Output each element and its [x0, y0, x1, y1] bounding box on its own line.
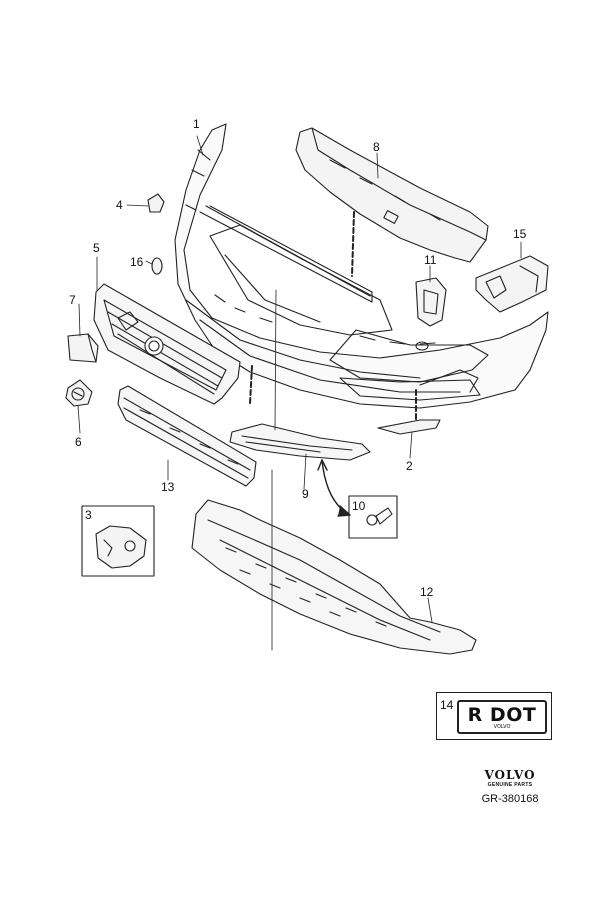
leader-lines [77, 135, 522, 651]
upper-beam-part [295, 127, 489, 263]
screw-part [366, 507, 393, 526]
callout-11: 11 [424, 253, 437, 267]
cap-part-16 [151, 257, 163, 275]
callout-10: 10 [352, 499, 366, 513]
callout-8: 8 [373, 140, 380, 154]
rdot-inset: 14 R DOT VOLVO [436, 692, 552, 740]
rdot-plate-text: R DOT [467, 704, 537, 726]
reference-number: GR-380168 [481, 793, 539, 805]
bracket-part-11 [415, 277, 447, 327]
grille-part [93, 283, 241, 405]
sensor-cap-part [65, 379, 93, 407]
callout-3: 3 [85, 508, 92, 522]
trim-strip-part [377, 419, 441, 435]
clip-part [95, 525, 147, 569]
arrow-tail-head [317, 459, 328, 471]
brand-logo: VOLVO [484, 768, 536, 782]
cap-part-4 [147, 193, 165, 213]
callout-6: 6 [75, 435, 82, 449]
lower-grille-part [117, 385, 257, 487]
callout-16: 16 [130, 255, 144, 269]
bracket-part-15 [475, 255, 549, 313]
rdot-plate-sub: VOLVO [493, 724, 511, 730]
callout-5: 5 [93, 241, 100, 255]
callout-13: 13 [161, 480, 175, 494]
bumper-cover-part [174, 123, 549, 409]
brand-tagline: GENUINE PARTS [487, 782, 533, 788]
callout-12: 12 [420, 585, 434, 599]
callout-4: 4 [116, 198, 123, 212]
callout-14: 14 [440, 698, 454, 712]
inset-box-screw [348, 495, 398, 539]
plate-part [67, 333, 99, 363]
callout-7: 7 [69, 293, 76, 307]
dashed-guides [249, 211, 417, 421]
inset-box-clip [81, 505, 155, 577]
callout-2: 2 [406, 459, 413, 473]
rdot-plate: R DOT VOLVO [457, 700, 547, 734]
fog-grille-part [229, 423, 371, 461]
callout-15: 15 [513, 227, 527, 241]
arrowhead [337, 505, 351, 517]
callout-1: 1 [193, 117, 200, 131]
splash-shield-part [191, 499, 477, 655]
callout-9: 9 [302, 487, 309, 501]
